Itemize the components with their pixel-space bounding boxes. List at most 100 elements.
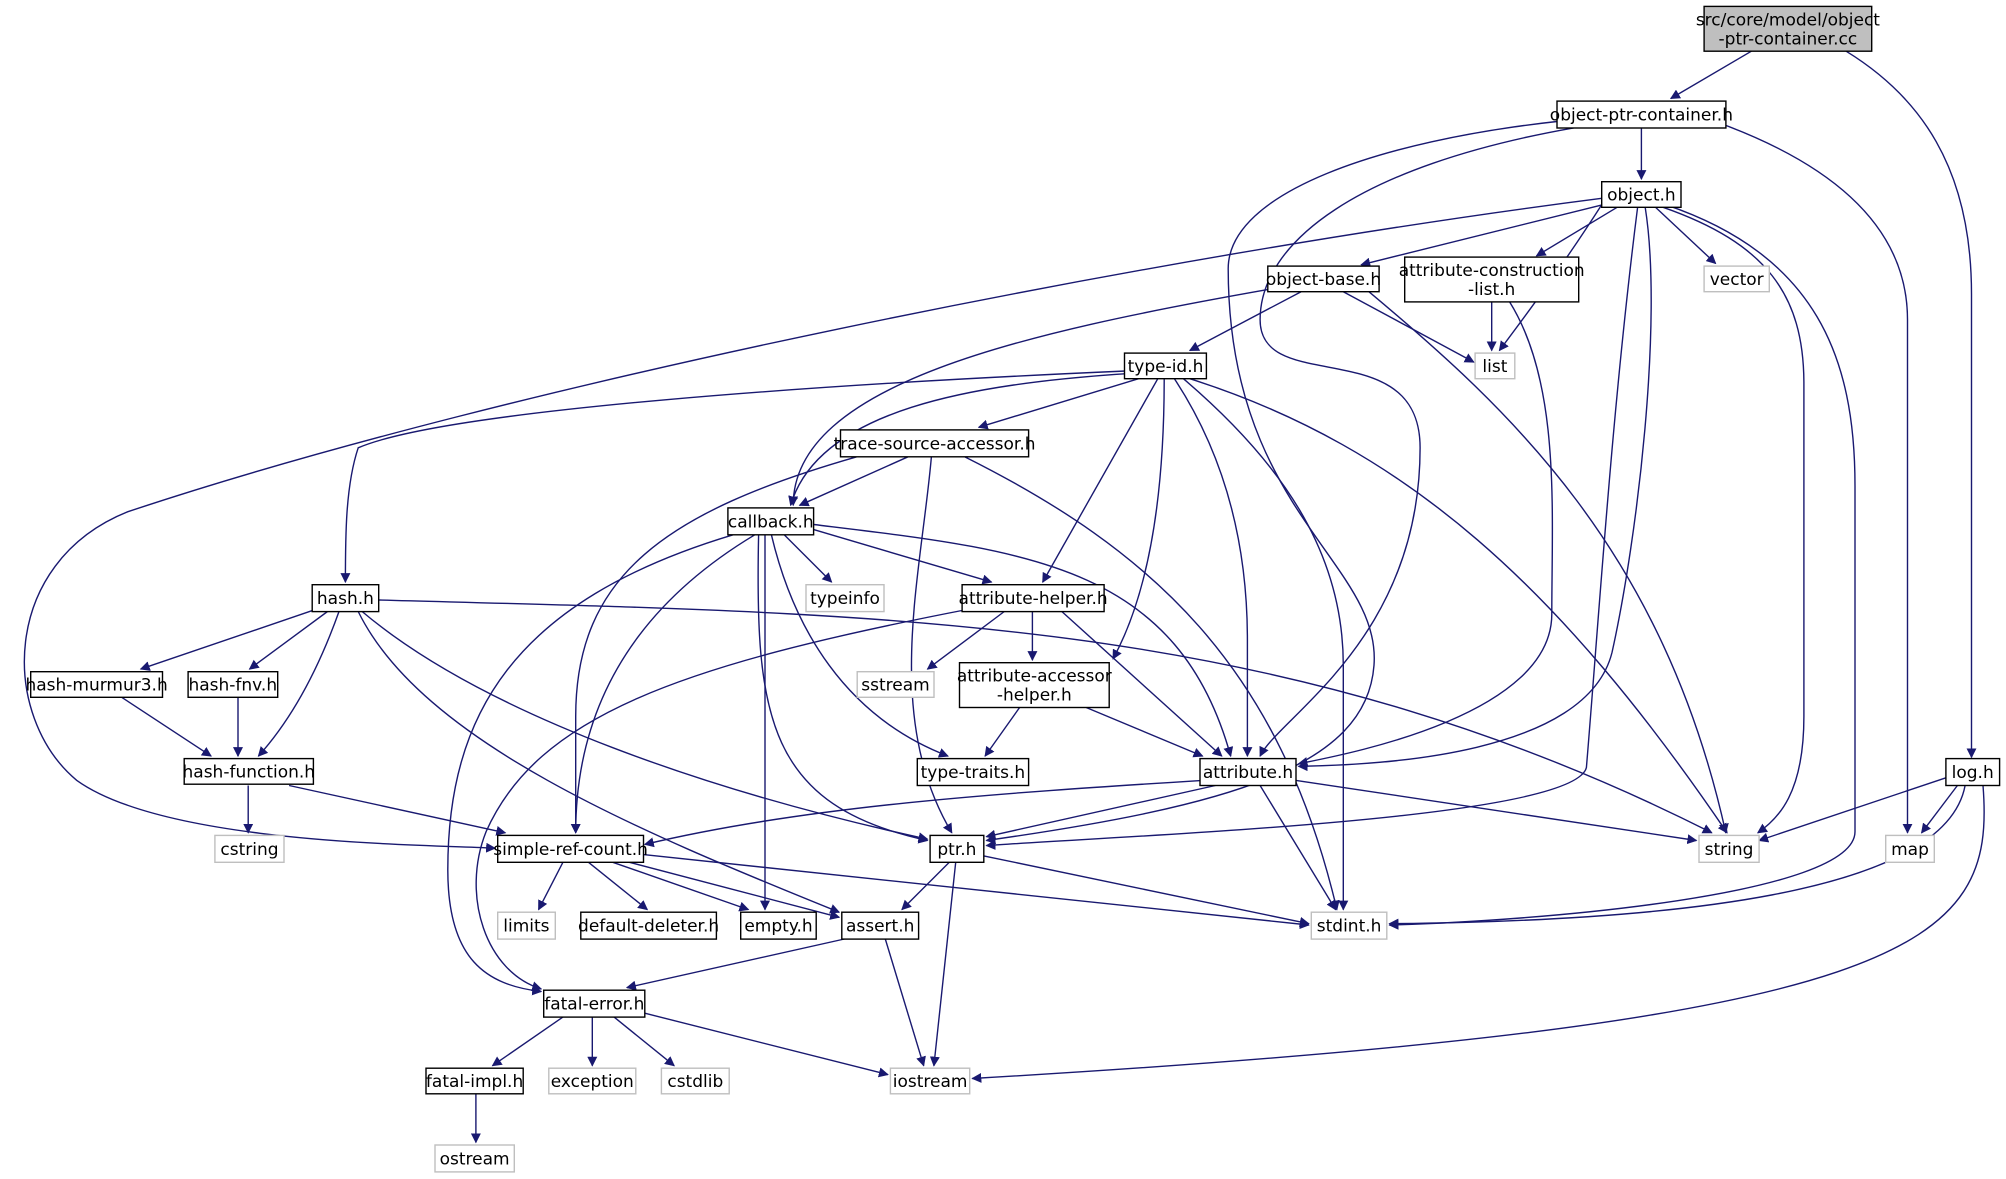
edge-murmur-to-hfunc — [121, 696, 212, 757]
node-label: ostream — [440, 1149, 510, 1169]
edge-attribute-to-ptr — [985, 784, 1216, 840]
node-root: src/core/model/object-ptr-container.cc — [1696, 5, 1880, 52]
node-cstring: cstring — [214, 834, 285, 864]
node-label: log.h — [1952, 763, 1994, 783]
node-aahelper[interactable]: attribute-accessor-helper.h — [957, 662, 1112, 709]
node-acl[interactable]: attribute-construction-list.h — [1399, 256, 1585, 303]
node-label: limits — [503, 917, 549, 937]
edge-hfunc-to-src — [288, 784, 507, 836]
edge-ahelper-to-attribute — [1061, 610, 1223, 757]
node-list: list — [1474, 352, 1516, 380]
node-log[interactable]: log.h — [1945, 757, 2001, 787]
edge-callback-to-typeinfo — [783, 534, 833, 583]
edge-assert-to-iostream — [884, 938, 926, 1067]
edge-log-to-iostream — [971, 785, 1985, 1083]
node-objectbase[interactable]: object-base.h — [1266, 265, 1381, 293]
node-label: hash-function.h — [183, 762, 316, 782]
edge-callback-to-attribute — [813, 523, 1234, 758]
node-label: assert.h — [846, 917, 914, 937]
node-src[interactable]: simple-ref-count.h — [493, 834, 648, 864]
node-label: object-base.h — [1266, 270, 1381, 290]
edge-typeid-to-callback — [788, 372, 1129, 507]
node-fatalimpl[interactable]: fatal-impl.h — [425, 1067, 524, 1095]
node-opc[interactable]: object-ptr-container.h — [1550, 100, 1733, 129]
edge-attribute-to-stdint — [1259, 785, 1337, 911]
node-assert[interactable]: assert.h — [841, 911, 920, 940]
node-empty[interactable]: empty.h — [740, 911, 817, 940]
node-cstdlib: cstdlib — [660, 1067, 730, 1095]
node-typeid[interactable]: type-id.h — [1123, 352, 1208, 380]
node-label: -ptr-container.cc — [1719, 29, 1858, 49]
node-fatalerror[interactable]: fatal-error.h — [543, 989, 646, 1018]
edge-src-to-empty — [612, 861, 750, 912]
edge-root-to-opc — [1669, 50, 1752, 100]
node-iostream: iostream — [889, 1067, 971, 1095]
node-label: exception — [551, 1072, 634, 1092]
node-vector: vector — [1703, 265, 1770, 293]
edge-acl-to-attribute — [1297, 301, 1554, 767]
node-label: type-traits.h — [921, 763, 1026, 783]
node-label: -list.h — [1468, 280, 1515, 300]
node-label: typeinfo — [810, 589, 880, 609]
edge-hash-to-string — [378, 599, 1713, 834]
edge-opc-to-map — [1725, 124, 1913, 834]
node-sstream: sstream — [856, 671, 935, 699]
edge-root-to-log — [1845, 50, 1977, 759]
node-label: ptr.h — [937, 840, 976, 860]
edge-object-to-ptr — [985, 207, 1639, 850]
node-tsa[interactable]: trace-source-accessor.h — [834, 429, 1036, 458]
edge-objectbase-to-typeid — [1188, 291, 1302, 352]
nodes: src/core/model/object-ptr-container.cc ob… — [25, 5, 2001, 1173]
node-label: empty.h — [744, 917, 812, 937]
node-label: fatal-error.h — [544, 995, 644, 1015]
edge-callback-to-fatalerror — [447, 534, 734, 996]
edge-hash-to-assert — [357, 611, 841, 914]
edge-tsa-to-stdint — [964, 456, 1340, 911]
node-object[interactable]: object.h — [1600, 180, 1682, 208]
edge-opc-to-attribute — [1259, 127, 1574, 757]
node-label: fatal-impl.h — [426, 1072, 523, 1092]
node-dd[interactable]: default-deleter.h — [578, 911, 719, 940]
node-label: -helper.h — [997, 686, 1072, 706]
node-fnv[interactable]: hash-fnv.h — [187, 671, 279, 699]
node-typetraits[interactable]: type-traits.h — [916, 757, 1030, 787]
node-callback[interactable]: callback.h — [727, 507, 815, 536]
node-exception: exception — [548, 1067, 637, 1095]
node-label: attribute-construction — [1399, 261, 1585, 281]
node-murmur[interactable]: hash-murmur3.h — [25, 671, 168, 699]
edge-object-to-attribute — [1297, 207, 1652, 772]
node-label: callback.h — [728, 512, 814, 532]
edge-fatalerror-to-fatalimpl — [491, 1016, 564, 1067]
edge-object-to-string — [1662, 206, 1805, 834]
edge-src-to-assert — [629, 861, 841, 920]
edge-typeid-to-aahelper — [1112, 378, 1165, 660]
edge-hash-to-ptr — [361, 610, 929, 843]
edge-object-to-acl — [1535, 206, 1618, 257]
edge-src-to-dd — [588, 861, 649, 911]
edge-fatalerror-to-cstdlib — [613, 1016, 675, 1067]
node-label: hash-fnv.h — [188, 675, 277, 695]
node-label: object-ptr-container.h — [1550, 106, 1733, 126]
edge-src-to-limits — [537, 861, 564, 911]
node-label: default-deleter.h — [578, 917, 719, 937]
node-hash[interactable]: hash.h — [311, 584, 380, 613]
edge-typeid-to-ahelper — [1042, 378, 1159, 583]
edge-ptr-to-assert — [901, 861, 950, 911]
node-limits: limits — [497, 911, 557, 940]
node-ptr[interactable]: ptr.h — [929, 834, 985, 864]
edge-attribute-to-string — [1295, 779, 1698, 845]
node-label: hash-murmur3.h — [25, 675, 167, 695]
node-label: iostream — [893, 1072, 968, 1092]
edge-typeid-to-stdint — [1182, 378, 1349, 911]
node-label: attribute.h — [1203, 763, 1293, 783]
edge-ptr-to-stdint — [983, 855, 1310, 927]
node-label: list — [1482, 357, 1507, 377]
node-attribute[interactable]: attribute.h — [1199, 757, 1297, 787]
node-ahelper[interactable]: attribute-helper.h — [959, 584, 1108, 613]
node-label: src/core/model/object — [1696, 10, 1880, 30]
node-hfunc[interactable]: hash-function.h — [183, 757, 316, 785]
edge-attribute-to-src — [643, 779, 1203, 848]
edge-ptr-to-iostream — [929, 862, 957, 1067]
edge-ahelper-to-fatalerror — [475, 608, 970, 992]
node-map: map — [1884, 834, 1935, 864]
